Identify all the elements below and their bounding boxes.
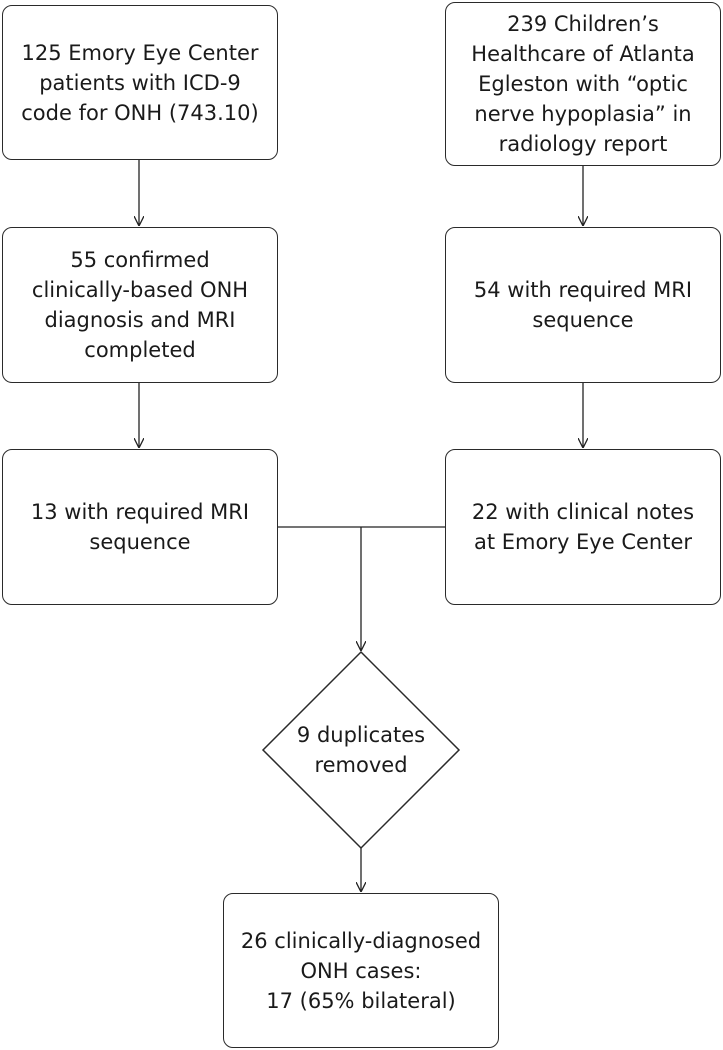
box-text-line: code for ONH (743.10) <box>21 100 259 125</box>
decision-text-line: removed <box>314 753 408 777</box>
left-box-emory-patients: 125 Emory Eye Center patients with ICD-9… <box>2 5 278 160</box>
box-text-line: at Emory Eye Center <box>473 530 693 554</box>
box-text-line: 17 (65% bilateral) <box>266 988 456 1013</box>
right-box-choa-patients: 239 Children’s Healthcare of Atlanta Egl… <box>445 2 721 166</box>
box-text-line: 54 with required MRI <box>473 278 693 302</box>
box-text-line: 22 with clinical notes <box>471 500 695 524</box>
box-text-line: diagnosis and MRI <box>44 308 236 332</box>
box-text-line: sequence <box>89 530 191 554</box>
box-text-line: Healthcare of Atlanta <box>471 42 695 66</box>
box-text-line: Egleston with “optic <box>478 72 688 96</box>
box-text-line: radiology report <box>498 132 668 156</box>
final-box-onh-cases: 26 clinically-diagnosed ONH cases: 17 (6… <box>223 893 499 1048</box>
right-box-mri-sequence: 54 with required MRI sequence <box>445 227 721 383</box>
box-text-line: 125 Emory Eye Center <box>21 40 259 65</box>
left-box-confirmed-diagnosis: 55 confirmed clinically-based ONH diagno… <box>2 227 278 383</box>
left-box-mri-sequence: 13 with required MRI sequence <box>2 449 278 605</box>
right-box-clinical-notes: 22 with clinical notes at Emory Eye Cent… <box>445 449 721 605</box>
box-text-line: sequence <box>532 308 634 332</box>
box-text-line: 239 Children’s <box>507 12 659 36</box>
box-text-line: 55 confirmed <box>70 248 210 272</box>
decision-text-line: duplicates <box>316 723 426 747</box>
box-text-line: ONH cases: <box>300 958 422 983</box>
decision-label: 9 duplicates removed <box>263 652 459 848</box>
box-text-line: 26 clinically-diagnosed <box>240 928 482 953</box>
decision-text-line: 9 <box>296 723 311 747</box>
box-text-line: completed <box>84 338 196 362</box>
box-text-line: patients with ICD-9 <box>39 70 241 95</box>
box-text-line: clinically-based ONH <box>31 278 249 302</box>
box-text-line: nerve hypoplasia” in <box>474 102 692 126</box>
box-text-line: 13 with required MRI <box>30 500 250 524</box>
